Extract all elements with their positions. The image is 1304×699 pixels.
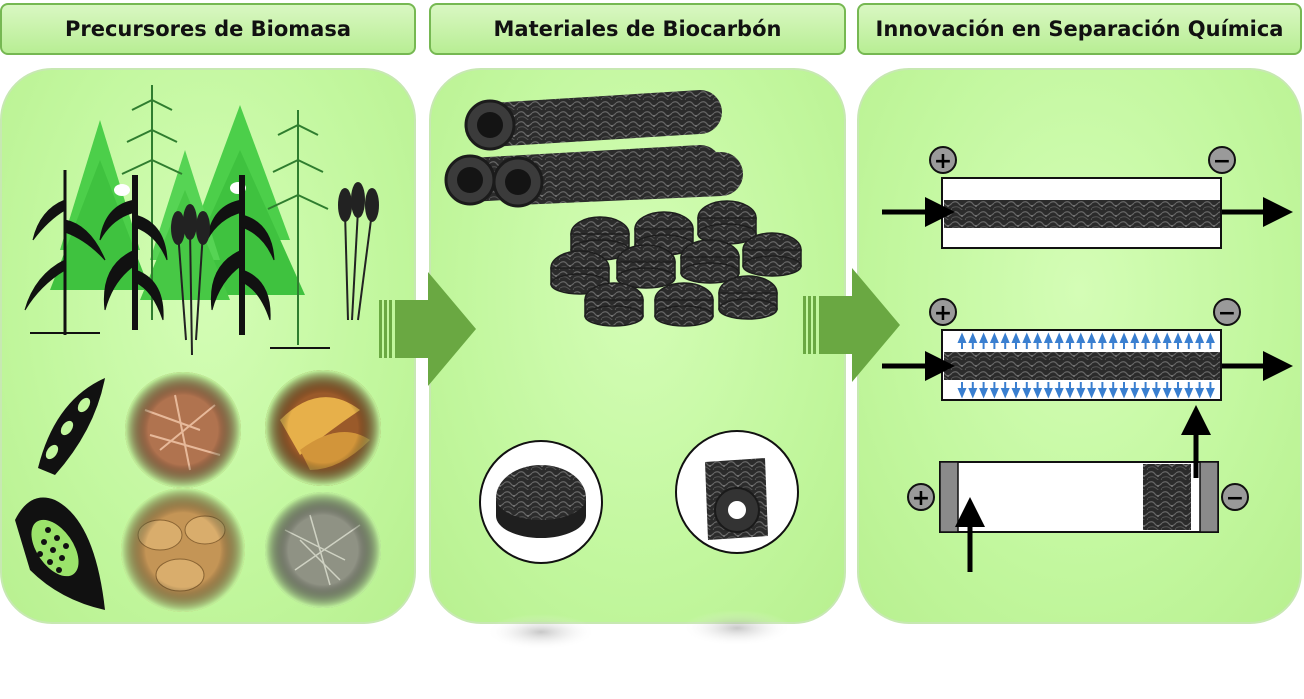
flow-arrow-down bbox=[968, 382, 978, 399]
flow-arrow-down bbox=[1054, 382, 1064, 399]
negative-sign-1: − bbox=[1213, 149, 1231, 174]
positive-sign-3: + bbox=[912, 486, 930, 511]
biochar-pellets bbox=[550, 200, 802, 327]
corn-cob-icon bbox=[15, 497, 105, 610]
negative-sign-2: − bbox=[1218, 301, 1236, 326]
peanut-photo bbox=[121, 488, 245, 612]
flow-arrow-down bbox=[1097, 382, 1107, 399]
flow-arrow-up bbox=[1022, 332, 1032, 349]
flow-arrow-down bbox=[957, 382, 967, 399]
tube-shadow bbox=[682, 610, 792, 646]
flow-arrow-down bbox=[1151, 382, 1161, 399]
header-biomass: Precursores de Biomasa bbox=[0, 3, 416, 55]
flow-arrow-up bbox=[1184, 332, 1194, 349]
flow-arrows-up bbox=[957, 332, 1215, 399]
flow-arrow-up bbox=[1043, 332, 1053, 349]
flow-arrow-up bbox=[1173, 332, 1183, 349]
forest-illustration bbox=[24, 85, 379, 356]
electrode-signs: + − + − + − bbox=[907, 146, 1249, 511]
header-innovation: Innovación en Separación Química bbox=[857, 3, 1302, 55]
flow-arrow-up bbox=[1119, 332, 1129, 349]
flow-arrow-up bbox=[1151, 332, 1161, 349]
flow-cell-1 bbox=[882, 177, 1293, 249]
pellet-closeup bbox=[479, 440, 603, 564]
flow-arrow-down bbox=[1195, 382, 1205, 399]
header-biochar-label: Materiales de Biocarbón bbox=[493, 17, 782, 41]
flow-arrow-down bbox=[1065, 382, 1075, 399]
sawdust-photo bbox=[125, 372, 241, 488]
flow-arrow-up bbox=[968, 332, 978, 349]
flow-arrow-up bbox=[1141, 332, 1151, 349]
process-arrow-1 bbox=[379, 272, 476, 386]
flow-arrow-down bbox=[1162, 382, 1172, 399]
flow-arrow-down bbox=[1022, 382, 1032, 399]
flow-arrow-down bbox=[1141, 382, 1151, 399]
bean-pod-icon bbox=[38, 378, 105, 475]
pellet-shadow bbox=[486, 614, 596, 650]
flow-arrow-up bbox=[1033, 332, 1043, 349]
biochar-tubes bbox=[444, 90, 744, 208]
header-biochar: Materiales de Biocarbón bbox=[429, 3, 846, 55]
flow-arrow-down bbox=[1011, 382, 1021, 399]
flow-cell-2 bbox=[882, 329, 1293, 401]
flow-arrow-down bbox=[989, 382, 999, 399]
header-biomass-label: Precursores de Biomasa bbox=[64, 17, 352, 41]
flow-arrow-up bbox=[979, 332, 989, 349]
flow-arrow-down bbox=[1087, 382, 1097, 399]
flow-arrow-down bbox=[979, 382, 989, 399]
flow-arrow-up bbox=[1097, 332, 1107, 349]
flow-arrow-up bbox=[1162, 332, 1172, 349]
flow-arrow-up bbox=[1108, 332, 1118, 349]
flow-arrow-up bbox=[1011, 332, 1021, 349]
flow-arrow-down bbox=[1000, 382, 1010, 399]
flow-arrow-up bbox=[1000, 332, 1010, 349]
flow-arrow-up bbox=[989, 332, 999, 349]
flow-arrow-down bbox=[1130, 382, 1140, 399]
tube-closeup bbox=[675, 430, 799, 554]
flow-arrow-up bbox=[1130, 332, 1140, 349]
negative-sign-3: − bbox=[1226, 486, 1244, 511]
flow-arrow-up bbox=[1076, 332, 1086, 349]
header-innovation-label: Innovación en Separación Química bbox=[875, 17, 1284, 41]
flow-arrow-up bbox=[1087, 332, 1097, 349]
column-cell bbox=[939, 405, 1219, 572]
flow-arrow-up bbox=[1065, 332, 1075, 349]
corn-husk-photo bbox=[265, 370, 381, 486]
process-arrow-2 bbox=[803, 268, 900, 382]
flow-arrow-down bbox=[1173, 382, 1183, 399]
flow-arrow-down bbox=[1205, 382, 1215, 399]
flow-arrow-down bbox=[1108, 382, 1118, 399]
flow-arrow-down bbox=[1076, 382, 1086, 399]
flow-arrow-up bbox=[957, 332, 967, 349]
flow-arrow-up bbox=[1054, 332, 1064, 349]
flow-arrow-down bbox=[1119, 382, 1129, 399]
flow-arrow-up bbox=[1195, 332, 1205, 349]
positive-sign-1: + bbox=[934, 149, 952, 174]
flow-arrow-down bbox=[1033, 382, 1043, 399]
flow-arrow-down bbox=[1184, 382, 1194, 399]
positive-sign-2: + bbox=[934, 301, 952, 326]
grass-clippings-photo bbox=[265, 492, 381, 608]
flow-arrow-up bbox=[1205, 332, 1215, 349]
flow-arrow-down bbox=[1043, 382, 1053, 399]
